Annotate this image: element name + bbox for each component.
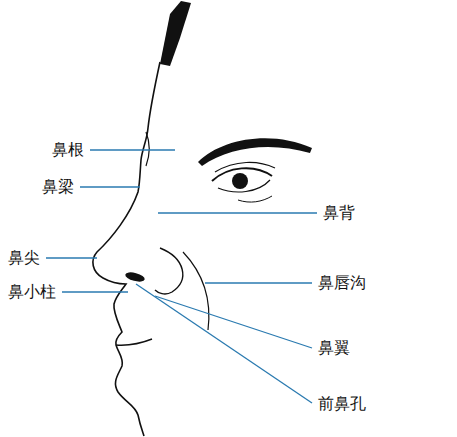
hair-tuft	[160, 1, 191, 66]
part-label: 鼻翼	[318, 338, 350, 358]
mouth-line	[116, 339, 152, 345]
nasal-ala-outline	[155, 248, 183, 294]
under-eye-line	[238, 196, 272, 202]
leader-line	[80, 186, 140, 187]
leader-line	[62, 291, 128, 292]
leader-lines	[46, 150, 317, 403]
part-label: 鼻唇沟	[318, 273, 366, 293]
part-label: 鼻根	[52, 140, 84, 160]
leader-line	[136, 284, 312, 403]
part-label: 鼻尖	[8, 248, 40, 268]
leader-line	[46, 257, 97, 258]
leader-line	[155, 296, 312, 348]
part-label: 前鼻孔	[318, 394, 366, 414]
face-profile	[93, 62, 160, 436]
eyebrow	[198, 138, 312, 166]
nasal-bridge-detail	[146, 132, 149, 166]
leader-line	[158, 212, 317, 213]
part-label: 鼻梁	[42, 177, 74, 197]
leader-line	[205, 282, 312, 283]
part-label: 鼻背	[323, 203, 355, 223]
leader-line	[90, 149, 175, 150]
eye-iris	[232, 173, 248, 189]
part-label: 鼻小柱	[8, 282, 56, 302]
nostril	[124, 271, 145, 284]
